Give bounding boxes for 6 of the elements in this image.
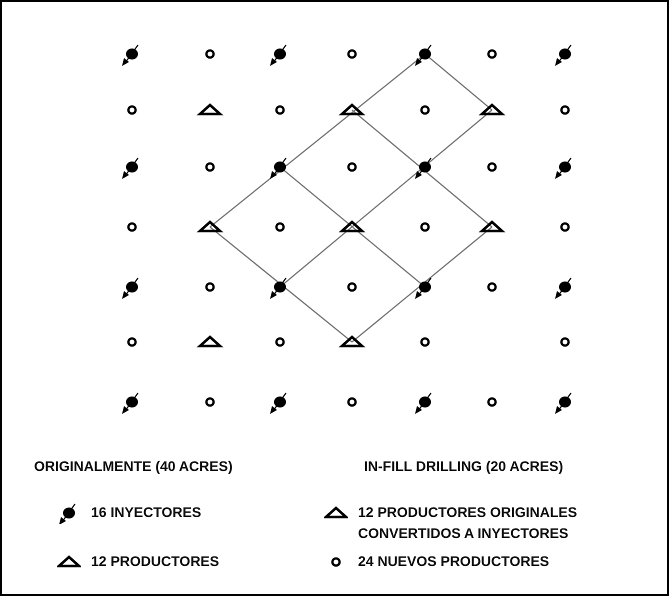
- legend-label: 12 PRODUCTORES: [91, 552, 220, 571]
- legend-label: 24 NUEVOS PRODUCTORES: [358, 552, 550, 571]
- section-heading: IN-FILL DRILLING (20 ACRES): [364, 458, 564, 474]
- legend-label: 16 INYECTORES: [91, 503, 202, 522]
- section-heading: ORIGINALMENTE (40 ACRES): [34, 458, 233, 474]
- legend-label: 12 PRODUCTORES ORIGINALES CONVERTIDOS A INYECTORES: [358, 503, 578, 543]
